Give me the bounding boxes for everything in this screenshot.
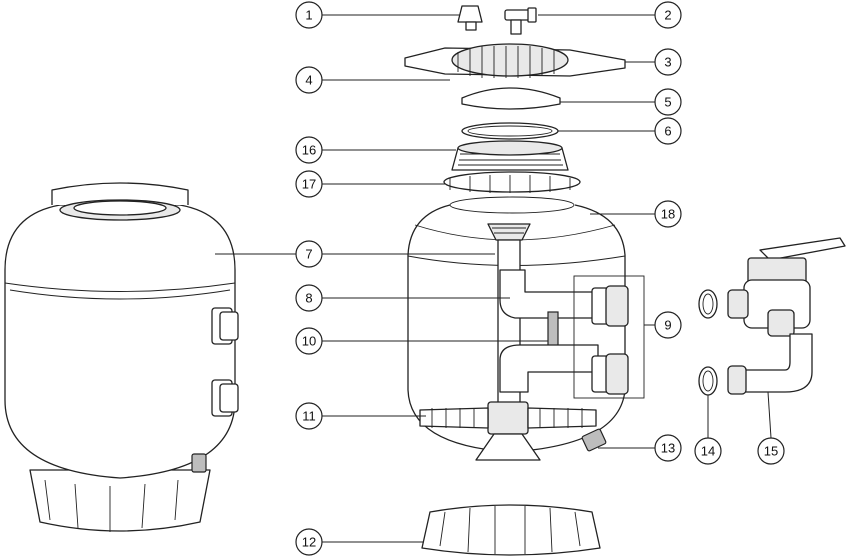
svg-text:11: 11: [302, 409, 316, 424]
multiport-valve: [727, 237, 846, 337]
svg-text:17: 17: [302, 177, 316, 192]
part-14-o-rings: [698, 289, 718, 396]
callout-7: 7: [295, 240, 323, 268]
callout-12: 12: [295, 528, 323, 556]
assembled-tank: [4, 182, 239, 532]
part-16-neck-ring: [451, 140, 569, 171]
callout-4: 4: [295, 66, 323, 94]
callout-3: 3: [654, 48, 682, 76]
callout-6: 6: [654, 117, 682, 145]
callout-17: 17: [295, 170, 323, 198]
callout-15: 15: [757, 437, 785, 465]
svg-text:12: 12: [302, 535, 316, 550]
part-2-air-release: [504, 7, 537, 35]
svg-text:14: 14: [701, 444, 715, 459]
svg-text:6: 6: [664, 124, 671, 139]
part-1-gauge: [457, 5, 483, 31]
callout-11: 11: [295, 402, 323, 430]
svg-text:5: 5: [664, 95, 671, 110]
svg-text:2: 2: [664, 8, 671, 23]
lower-elbow: [499, 344, 599, 393]
callout-9: 9: [654, 311, 682, 339]
svg-text:7: 7: [305, 247, 312, 262]
part-13-drain: [581, 428, 607, 452]
part-11-laterals: [419, 401, 597, 461]
callout-5: 5: [654, 88, 682, 116]
svg-text:9: 9: [664, 318, 671, 333]
callout-10: 10: [295, 327, 323, 355]
callout-2: 2: [654, 1, 682, 29]
svg-text:8: 8: [305, 291, 312, 306]
callout-14: 14: [694, 437, 722, 465]
svg-text:4: 4: [305, 73, 312, 88]
callout-13: 13: [654, 434, 682, 462]
leader-lines: [215, 14, 772, 543]
svg-text:15: 15: [764, 444, 778, 459]
callout-1: 1: [295, 1, 323, 29]
part-3-lid-clamp: [404, 43, 626, 78]
svg-text:16: 16: [302, 143, 316, 158]
part-7-diffuser: [487, 223, 531, 241]
callout-18: 18: [654, 200, 682, 228]
part-6-o-ring: [461, 122, 559, 140]
svg-text:13: 13: [661, 441, 675, 456]
svg-text:10: 10: [302, 334, 316, 349]
part-12-base: [421, 504, 601, 556]
part-17-flange: [443, 171, 581, 193]
svg-text:1: 1: [305, 8, 312, 23]
svg-text:18: 18: [661, 207, 675, 222]
part-9-unions: [573, 275, 645, 399]
callout-16: 16: [295, 136, 323, 164]
svg-text:3: 3: [664, 55, 671, 70]
part-5-dome-lid: [461, 87, 561, 110]
part-15-u-pipe: [727, 333, 813, 395]
callout-8: 8: [295, 284, 323, 312]
